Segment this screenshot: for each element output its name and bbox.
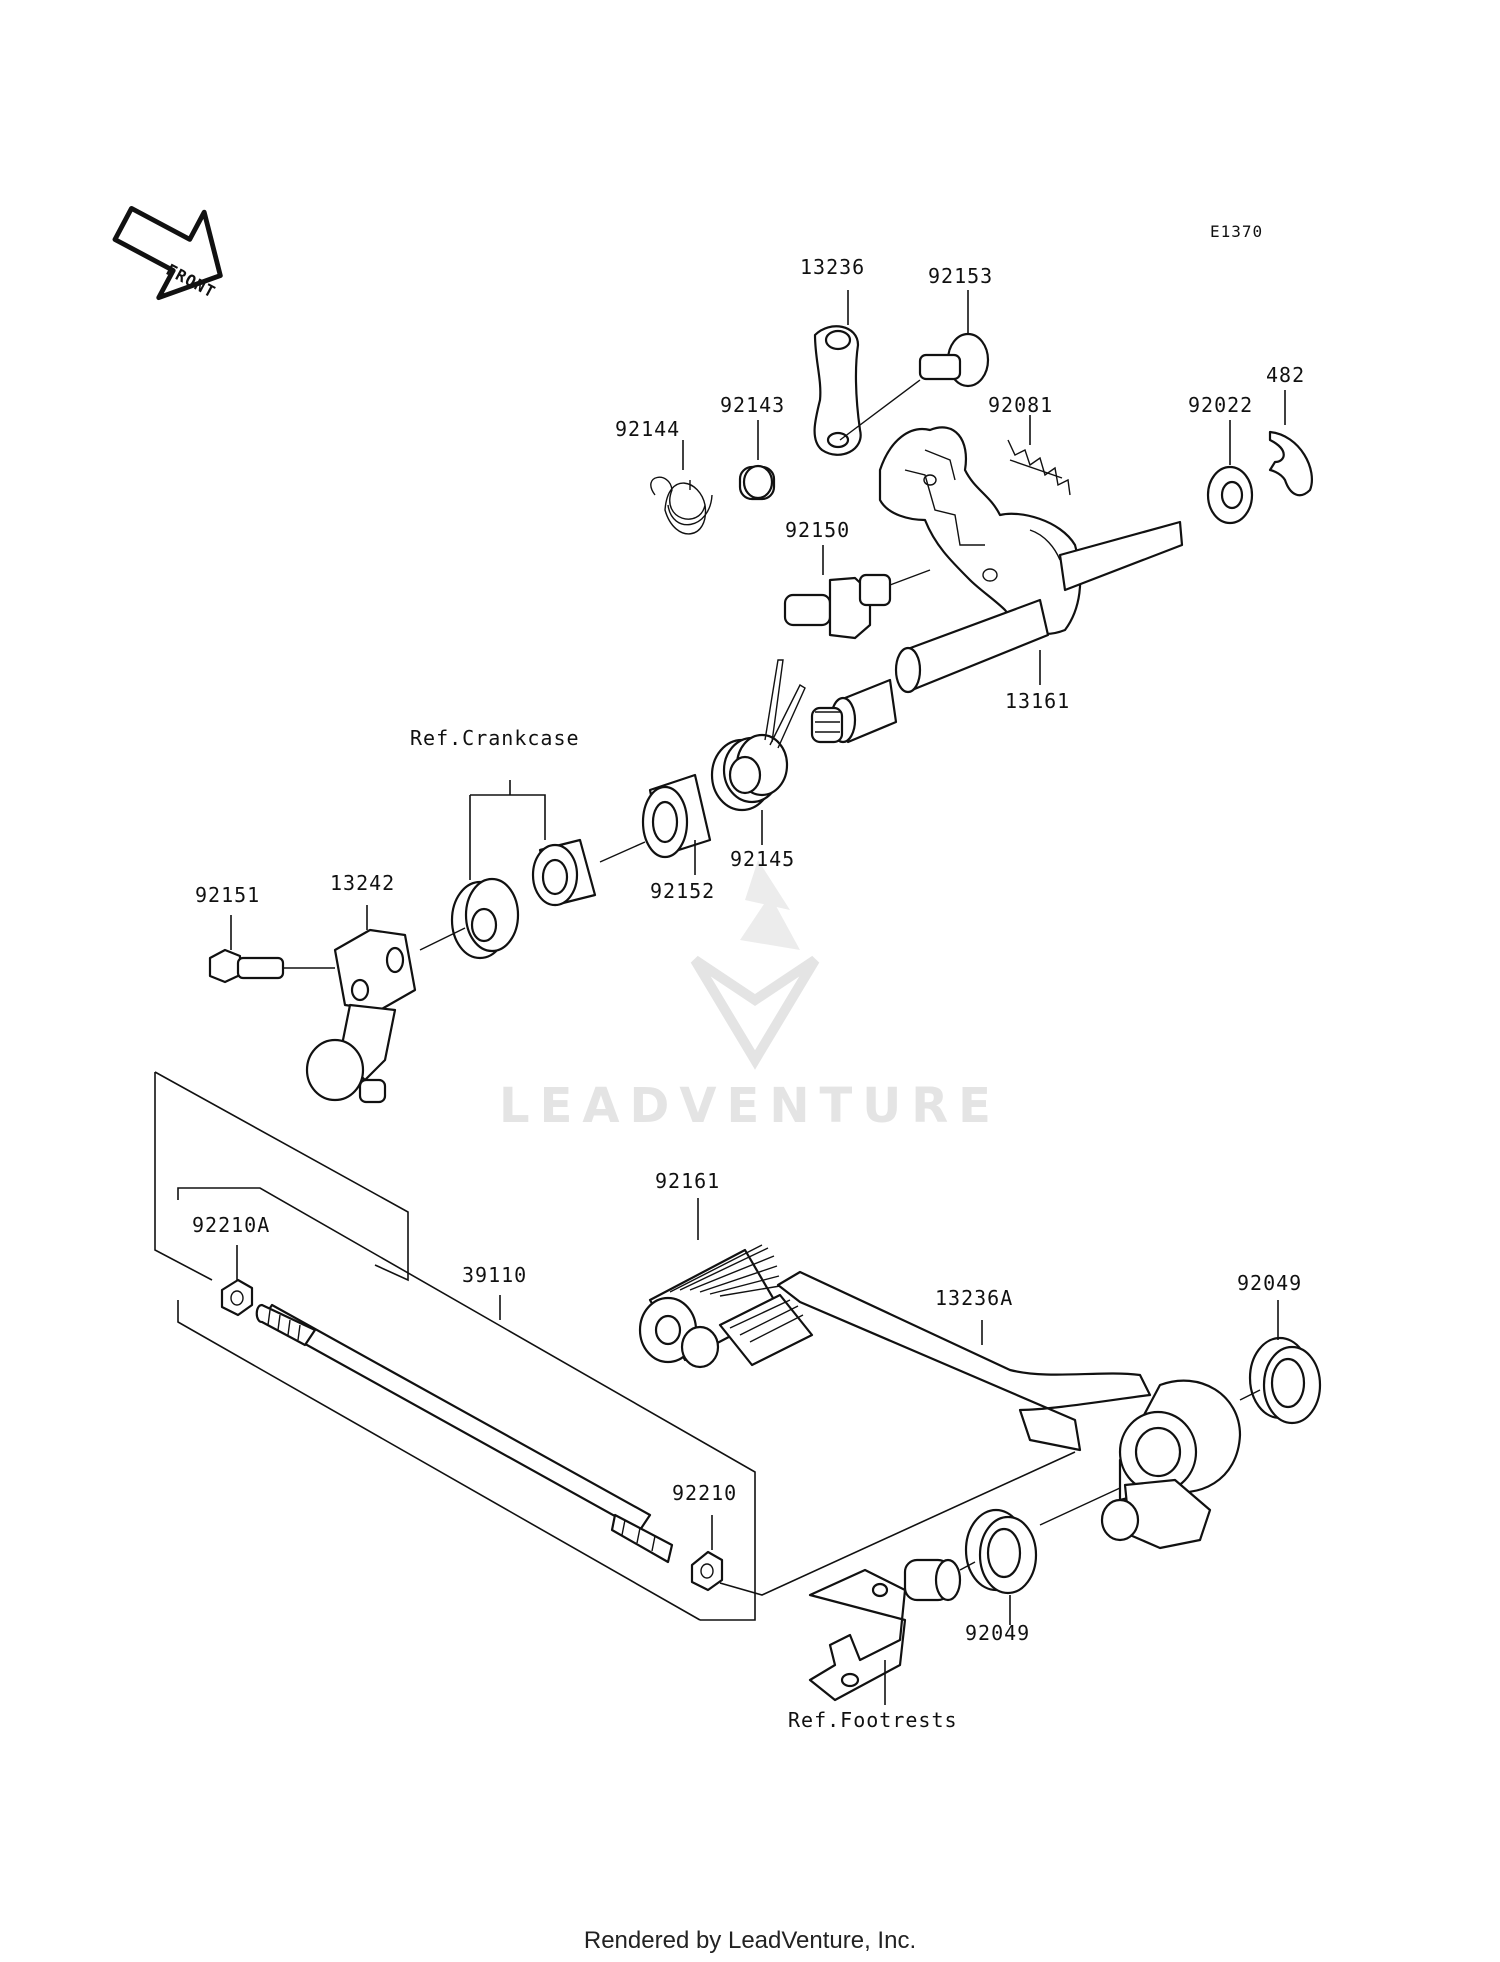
front-arrow-icon: FRONT [112,205,223,302]
part-clevis [808,1558,962,1702]
part-13161-shaft [810,520,1184,744]
label-482: 482 [1266,363,1305,387]
label-92049-upper: 92049 [1237,1271,1302,1295]
footer-credit: Rendered by LeadVenture, Inc. [584,1927,916,1954]
part-92150-bolt [783,573,892,640]
label-13236: 13236 [800,255,865,279]
label-92022: 92022 [1188,393,1253,417]
part-92143-collar [738,464,776,501]
label-92081: 92081 [988,393,1053,417]
part-92210A-nut [220,1278,254,1317]
label-92145: 92145 [730,847,795,871]
label-13161: 13161 [1005,689,1070,713]
label-13242: 13242 [330,871,395,895]
label-ref-crankcase: Ref.Crankcase [410,726,580,750]
diagram-code: E1370 [1210,222,1263,241]
part-92153-bolt [918,332,990,388]
label-92153: 92153 [928,264,993,288]
label-13236A: 13236A [935,1286,1013,1310]
part-needle-bearing [531,838,597,907]
watermark: LEADVENTURE [499,860,1001,1134]
part-482-circlip [1268,430,1313,497]
part-92081-spring [1007,439,1071,496]
part-13236A-pedal [680,1270,1242,1550]
part-92151-bolt [208,948,285,984]
part-92145-spring [710,659,806,812]
part-92210-nut [690,1550,724,1592]
label-92161: 92161 [655,1169,720,1193]
label-92144: 92144 [615,417,680,441]
part-39110-tie-rod [255,1303,674,1564]
label-92210A: 92210A [192,1213,270,1237]
label-ref-footrests: Ref.Footrests [788,1708,958,1732]
part-92049-washer-lower [964,1508,1038,1595]
part-13242-lever [305,928,417,1104]
part-oil-seal [450,877,520,960]
label-92210: 92210 [672,1481,737,1505]
label-92049-lower: 92049 [965,1621,1030,1645]
part-shift-mechanism [878,426,1082,635]
part-92144-spring [650,476,713,535]
label-39110: 39110 [462,1263,527,1287]
crankcase-bracket [469,780,546,880]
part-13236-arm [813,325,862,456]
label-92152: 92152 [650,879,715,903]
part-92049-washer-upper [1248,1336,1322,1425]
watermark-text: LEADVENTURE [499,1078,1001,1134]
part-92022-washer [1206,465,1254,525]
label-92150: 92150 [785,518,850,542]
label-92151: 92151 [195,883,260,907]
label-92143: 92143 [720,393,785,417]
part-92152-bushing [641,773,712,859]
